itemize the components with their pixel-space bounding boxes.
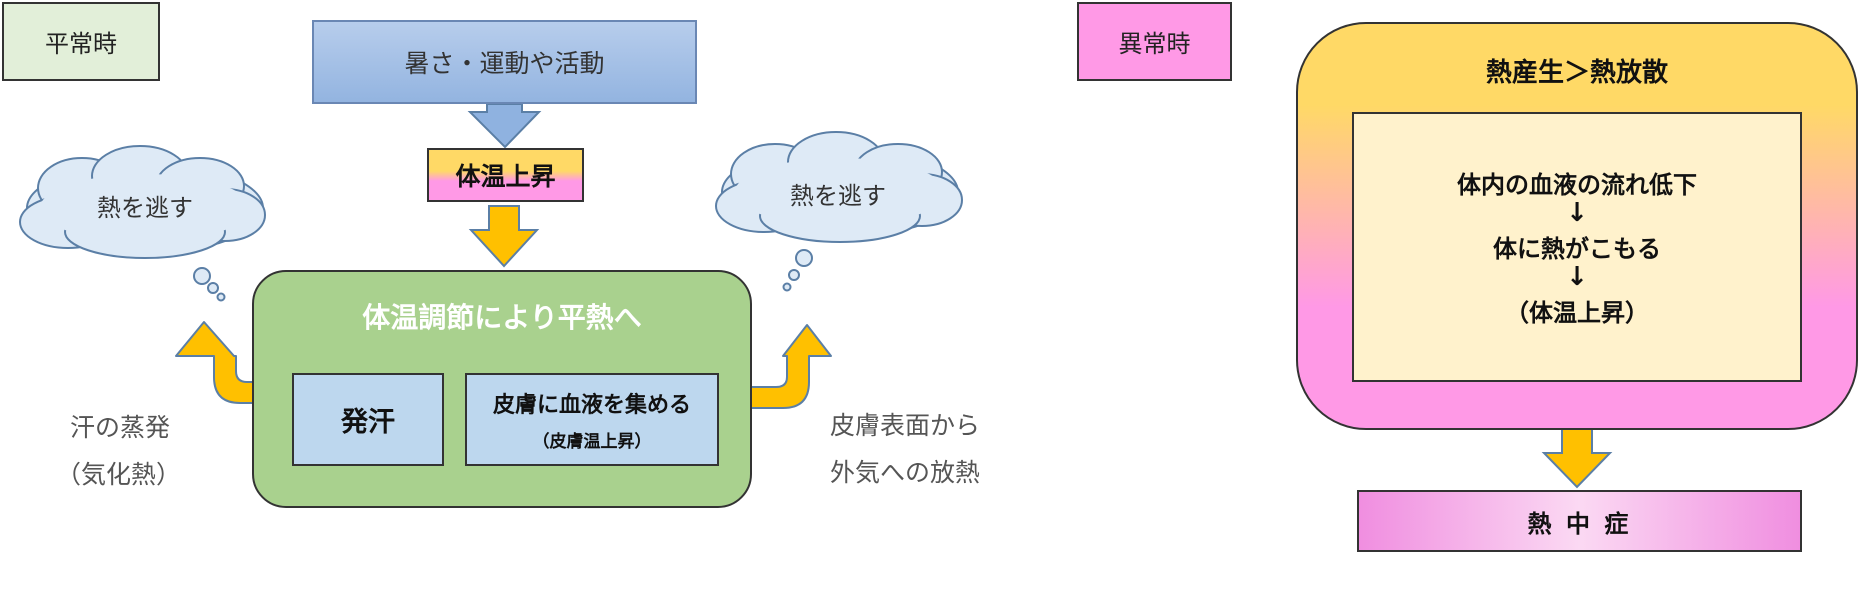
cloud-left-text: 熱を逃す <box>97 193 193 222</box>
mechanism-step-1: 体内の血液の流れ低下 <box>1457 170 1697 199</box>
normal-state-label: 平常時 <box>2 2 160 81</box>
evaporation-label-line1: 汗の蒸発 <box>70 413 171 442</box>
blue-down-arrow <box>467 103 542 149</box>
abnormal-down-arrow <box>1541 419 1613 489</box>
temperature-rise-box: 体温上昇 <box>427 148 584 202</box>
radiation-label-line1: 皮膚表面から <box>830 411 981 440</box>
sweating-box: 発汗 <box>292 373 444 466</box>
mechanism-step-2: 体に熱がこもる <box>1493 234 1661 263</box>
cloud-left-shape <box>19 145 266 302</box>
abnormal-state-label: 異常時 <box>1077 2 1232 81</box>
thermoregulation-title: 体温調節により平熱へ <box>362 301 642 334</box>
heatstroke-box: 熱 中 症 <box>1357 490 1802 552</box>
radiation-label-line2: 外気への放熱 <box>830 458 981 487</box>
cloud-right-text: 熱を逃す <box>790 181 886 210</box>
cloud-right-shape <box>715 131 963 292</box>
orange-down-arrow <box>468 205 540 268</box>
mechanism-step-3: （体温上昇） <box>1505 298 1649 327</box>
evaporation-label-line2: （気化熱） <box>56 460 182 489</box>
skin-blood-box: 皮膚に血液を集める （皮膚温上昇） <box>465 373 719 466</box>
heat-balance-title: 熱産生＞熱放散 <box>1485 57 1668 88</box>
mechanism-arrow-2: ↓ <box>1566 262 1588 292</box>
mechanism-arrow-1: ↓ <box>1566 198 1588 228</box>
skin-blood-sub-text: （皮膚温上昇） <box>532 432 652 452</box>
skin-blood-main-text: 皮膚に血液を集める <box>492 393 691 418</box>
mechanism-box <box>1352 112 1802 382</box>
cause-box: 暑さ・運動や活動 <box>312 20 697 104</box>
